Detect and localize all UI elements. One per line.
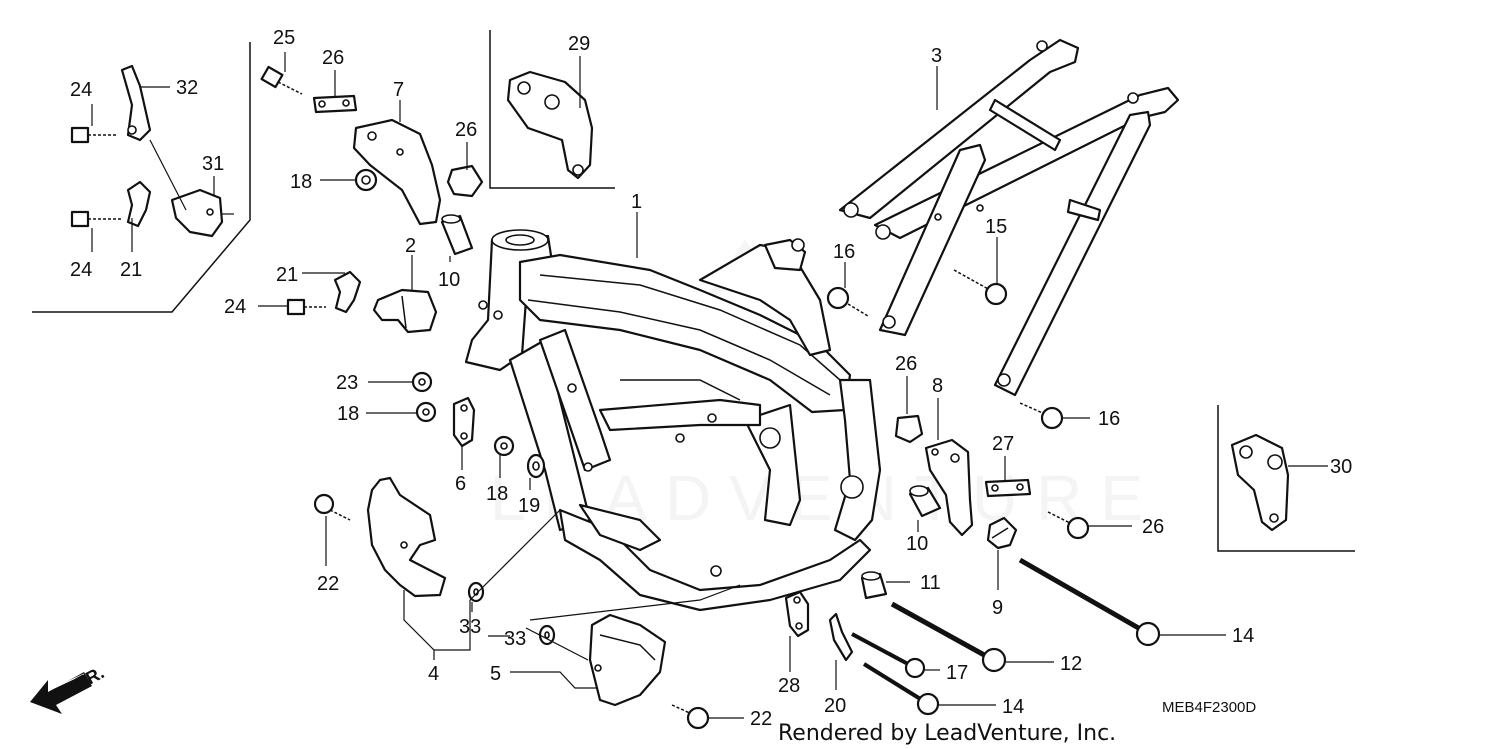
callout-6: 6 xyxy=(455,473,466,495)
credit-text: Rendered by LeadVenture, Inc. xyxy=(778,721,1116,746)
plate-27-top[interactable] xyxy=(312,94,358,114)
callout-21-a: 21 xyxy=(120,259,142,281)
callout-25-right: 26 xyxy=(1142,516,1164,538)
front-arrow-icon xyxy=(30,672,92,714)
main-frame[interactable] xyxy=(464,229,882,612)
bolt-12[interactable] xyxy=(890,601,1007,673)
bolt-25-right[interactable] xyxy=(1047,511,1090,540)
guard-4[interactable] xyxy=(366,476,447,598)
clip-20[interactable] xyxy=(828,612,854,662)
bolt-22-left[interactable] xyxy=(313,493,351,521)
callout-24-a: 24 xyxy=(70,79,92,101)
callout-10-top: 10 xyxy=(438,269,460,291)
bolt-24-a[interactable] xyxy=(70,126,118,144)
callout-20: 20 xyxy=(824,695,846,717)
nut-26-right[interactable] xyxy=(894,414,924,444)
callout-23: 23 xyxy=(336,372,358,394)
nut-18-top[interactable] xyxy=(354,168,378,192)
bolt-13[interactable] xyxy=(1018,557,1161,647)
callout-4: 4 xyxy=(428,663,439,685)
callout-26-top: 26 xyxy=(455,119,477,141)
washer-33-mid[interactable] xyxy=(538,624,556,646)
callout-19: 19 xyxy=(518,495,540,517)
callout-21-b: 21 xyxy=(276,264,298,286)
bolt-16-right[interactable] xyxy=(1019,402,1064,430)
callout-22-bottom: 22 xyxy=(750,708,772,730)
callout-16-right: 16 xyxy=(1098,408,1120,430)
bolt-24-b[interactable] xyxy=(70,210,122,228)
bracket-7[interactable] xyxy=(352,118,442,226)
front-direction-indicator: FR. xyxy=(30,662,107,714)
bolt-22-bottom[interactable] xyxy=(671,704,710,730)
callout-25-top: 25 xyxy=(273,27,295,49)
callout-22-left: 22 xyxy=(317,573,339,595)
callout-28: 28 xyxy=(778,675,800,697)
bracket-30[interactable] xyxy=(1230,433,1290,532)
callout-3: 3 xyxy=(931,45,942,67)
callout-27-top: 26 xyxy=(322,47,344,69)
clip-32[interactable] xyxy=(120,64,152,142)
clip-21-b[interactable] xyxy=(333,270,362,314)
callout-32: 32 xyxy=(176,77,198,99)
rear-subframe[interactable] xyxy=(838,38,1180,397)
callout-9: 9 xyxy=(992,597,1003,619)
callout-7: 7 xyxy=(393,79,404,101)
callout-24-b: 24 xyxy=(70,259,92,281)
callout-18-low: 18 xyxy=(486,483,508,505)
bracket-28[interactable] xyxy=(784,590,810,638)
callout-labels: 25 26 7 26 29 1 3 24 32 31 24 21 18 2 10… xyxy=(70,27,1352,730)
bracket-8[interactable] xyxy=(924,438,974,537)
callout-12: 12 xyxy=(1060,653,1082,675)
nut-18-low[interactable] xyxy=(493,435,515,457)
callout-5: 5 xyxy=(490,663,501,685)
callout-33-mid: 33 xyxy=(504,628,526,650)
bolt-17[interactable] xyxy=(851,632,926,679)
washer-19[interactable] xyxy=(526,453,546,479)
clip-9[interactable] xyxy=(986,516,1018,550)
nut-26-top[interactable] xyxy=(446,164,484,198)
bolt-25-top[interactable] xyxy=(260,65,303,95)
callout-8: 8 xyxy=(932,375,943,397)
bolt-15[interactable] xyxy=(953,269,1008,306)
collar-10-lower[interactable] xyxy=(908,485,942,518)
callout-10-low: 10 xyxy=(906,533,928,555)
callout-30: 30 xyxy=(1330,456,1352,478)
leader-lines xyxy=(91,52,1328,719)
collar-10-upper[interactable] xyxy=(440,214,474,256)
callout-18-mid: 18 xyxy=(337,403,359,425)
callout-15: 15 xyxy=(985,216,1007,238)
callout-1: 1 xyxy=(631,191,642,213)
callout-13: 14 xyxy=(1232,625,1254,647)
bolt-14[interactable] xyxy=(862,662,940,716)
nut-18-mid[interactable] xyxy=(415,401,437,423)
clamp-31[interactable] xyxy=(170,188,224,238)
washer-33-left[interactable] xyxy=(467,581,485,603)
callout-14: 14 xyxy=(1002,696,1024,718)
nut-23[interactable] xyxy=(411,371,433,393)
callout-16-top: 16 xyxy=(833,241,855,263)
callout-17: 17 xyxy=(946,662,968,684)
callout-27-right: 27 xyxy=(992,433,1014,455)
bracket-29[interactable] xyxy=(506,70,594,180)
bolt-24-c[interactable] xyxy=(286,298,326,316)
drawing-code: MEB4F2300D xyxy=(1162,699,1256,716)
callout-2: 2 xyxy=(405,235,416,257)
clamp-2[interactable] xyxy=(372,288,438,334)
callout-29: 29 xyxy=(568,33,590,55)
callout-18-top: 18 xyxy=(290,171,312,193)
guard-5[interactable] xyxy=(588,613,667,707)
callout-33-left: 33 xyxy=(459,616,481,638)
callout-26-right: 26 xyxy=(895,353,917,375)
bracket-6[interactable] xyxy=(452,396,476,448)
plate-27-right[interactable] xyxy=(984,478,1032,498)
collar-11[interactable] xyxy=(860,571,888,600)
callout-11: 11 xyxy=(920,572,941,594)
callout-24-c: 24 xyxy=(224,296,246,318)
clip-21-a[interactable] xyxy=(126,180,152,228)
section-dividers xyxy=(32,30,1355,552)
callout-31: 31 xyxy=(202,153,224,175)
bolt-16-top[interactable] xyxy=(826,286,869,317)
